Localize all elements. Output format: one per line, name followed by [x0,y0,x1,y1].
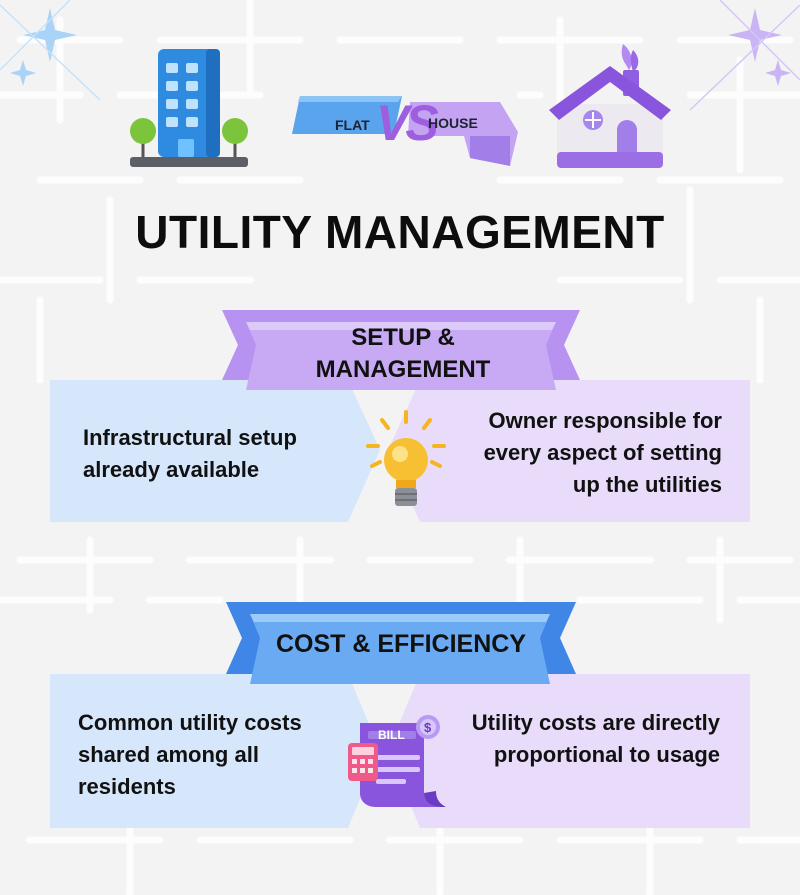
flat-setup-text: Infrastructural setup already available [83,425,297,482]
flat-cost-text: Common utility costs shared among all re… [78,710,302,799]
section-heading-cost: COST & EFFICIENCY [275,630,526,658]
versus-mark: VS [376,95,439,151]
lightbulb-icon [366,410,446,506]
page-title: UTILITY MANAGEMENT [135,206,665,258]
house-cost-text: Utility costs are directly proportional … [471,710,720,767]
apartment-building-icon [130,49,248,167]
cost-section-panels [50,602,750,828]
flat-label: FLAT [335,117,370,133]
house-label: HOUSE [428,115,478,131]
house-icon [549,44,671,168]
sparkle-icon-left [0,0,101,101]
bill-icon: BILL $ [348,715,446,807]
house-setup-text: Owner responsible for every aspect of se… [483,408,722,497]
dollar-symbol: $ [424,720,432,735]
section-heading-line: SETUP & [351,324,455,351]
sparkle-icon-right [689,0,800,111]
section-heading-line: MANAGEMENT [315,356,491,383]
bill-label: BILL [378,728,405,742]
section-heading-setup: SETUP & MANAGEMENT [278,322,528,386]
versus-ribbon [292,96,518,166]
setup-section-panels [50,310,750,522]
